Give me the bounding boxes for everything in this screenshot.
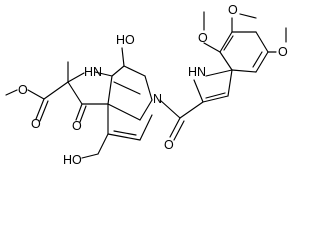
methoxy-oxygen-c-label: O bbox=[278, 45, 288, 59]
ring-nitrogen-label: N bbox=[153, 92, 162, 106]
phenol-ho-label: HO bbox=[116, 33, 135, 47]
pyrroline-nh-label: HN bbox=[84, 65, 102, 79]
methoxy-oxygen-a-label: O bbox=[198, 31, 208, 45]
indole-nh-label: HN bbox=[188, 65, 206, 79]
bond-lines bbox=[5, 11, 287, 159]
ester-methoxy-oxygen-label: O bbox=[31, 117, 41, 131]
hydroxymethyl-ho-label: HO bbox=[63, 153, 82, 167]
amide-oxygen-label: O bbox=[164, 138, 174, 152]
atom-labels: O O HN HO HN N O O HO O O O bbox=[18, 3, 288, 167]
ester-carbonyl-oxygen-label: O bbox=[18, 83, 28, 97]
chemical-structure-diagram: O O HN HO HN N O O HO O O O bbox=[5, 3, 288, 167]
methoxy-oxygen-b-label: O bbox=[228, 3, 238, 17]
ketone-oxygen-label: O bbox=[72, 119, 82, 133]
